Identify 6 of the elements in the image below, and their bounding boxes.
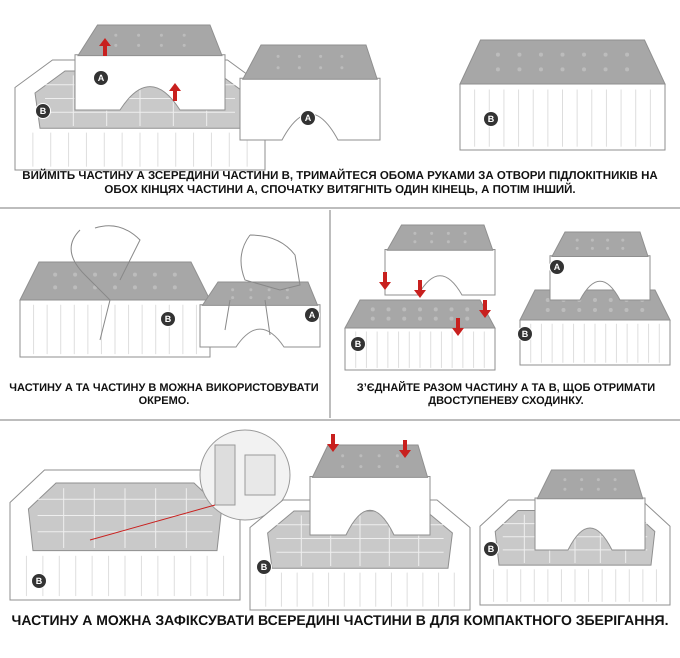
callout-letter: B [517,326,533,342]
instruction-caption: З’ЄДНАЙТЕ РАЗОМ ЧАСТИНУ А ТА В, ЩОБ ОТРИМАТИ ДВОСТУПЕНЕВУ СХОДИНКУ. [356,382,656,408]
instruction-caption: ВИЙМІТЬ ЧАСТИНУ А ЗСЕРЕДИНИ ЧАСТИНИ В, ТРИМАЙТЕСЯ ОБОМА РУКАМИ ЗА ОТВОРИ ПІДЛОКІТНИКІВ НА ОБОХ КІНЦЯХ ЧАСТИНИ А, СПОЧАТКУ ВИТЯГНІТЬ ОДИН КІНЕЦЬ, А ПОТІМ ІНШИЙ. [21,170,659,198]
callout-letter: A [300,110,316,126]
instruction-caption: ЧАСТИНУ А ТА ЧАСТИНУ В МОЖНА ВИКОРИСТОВУВАТИ ОКРЕМО. [8,382,320,408]
instruction-caption: ЧАСТИНУ А МОЖНА ЗАФІКСУВАТИ ВСЕРЕДИНІ ЧАСТИНИ В ДЛЯ КОМПАКТНОГО ЗБЕРІГАННЯ. [10,612,670,629]
